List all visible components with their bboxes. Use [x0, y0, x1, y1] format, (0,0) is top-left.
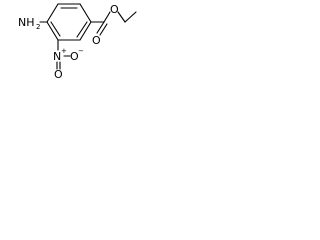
benzene-ring: [46, 3, 92, 41]
bond-carbon-to-ester-oxygen: [103, 11, 111, 23]
ring-double-bond-right: [76, 21, 88, 38]
nitro-group: N + O − O: [53, 39, 84, 79]
nitro-n-charge: +: [61, 47, 67, 55]
nitro-o-bottom-label: O: [54, 68, 63, 79]
amine-subscript: 2: [36, 23, 40, 31]
structure-diagram: O O NH 2 N + O − O: [0, 0, 142, 79]
nitro-o-right-label: O: [70, 50, 79, 63]
ring-bond-5: [46, 21, 59, 41]
bond-ch2-to-ch3: [124, 11, 137, 23]
ester-group: O O: [90, 3, 137, 47]
bond-carbonyl-double-1: [96, 21, 105, 34]
ring-bond-3: [79, 21, 92, 41]
carbonyl-oxygen-label: O: [92, 34, 101, 47]
ring-bond-2: [79, 3, 92, 23]
molecule-structure: O O NH 2 N + O − O: [18, 3, 137, 79]
ester-oxygen-label: O: [110, 3, 119, 16]
bond-ester-oxygen-to-ch2: [117, 11, 126, 23]
ring-double-bond-left: [50, 21, 61, 37]
bond-carbonyl-double-2: [99, 23, 108, 36]
nitro-o-right-charge: −: [78, 47, 84, 55]
ring-bond-6: [46, 3, 59, 23]
amine-group: NH 2: [18, 16, 48, 31]
amine-label: NH: [18, 16, 35, 29]
nitro-n-label: N: [53, 50, 61, 63]
